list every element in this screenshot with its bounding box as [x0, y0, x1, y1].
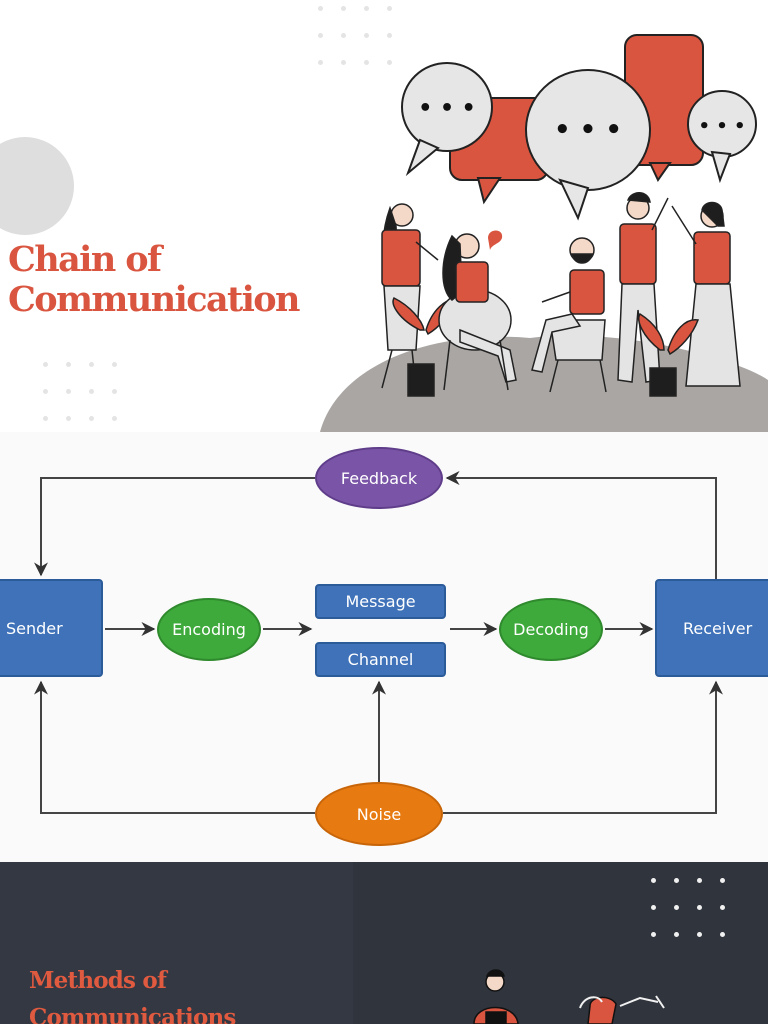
page-title-line-2: Communication	[8, 279, 301, 320]
speech-mark-icon	[488, 230, 503, 250]
decorative-dot-grid	[43, 362, 117, 421]
methods-title-line-1: Methods of	[29, 967, 167, 994]
message-node: Message	[315, 584, 446, 619]
decorative-circle	[0, 137, 74, 235]
noise-line-right	[443, 680, 723, 814]
decorative-dot-grid	[651, 878, 725, 937]
methods-right-panel	[353, 862, 768, 1024]
noise-line-left	[34, 680, 315, 814]
potted-plant	[638, 312, 700, 397]
person-seated-man	[531, 237, 607, 393]
communication-chain-diagram: Feedback Sender Encoding Message Channel…	[0, 432, 768, 862]
decorative-dot-grid	[318, 6, 392, 65]
methods-illustration	[473, 969, 665, 1024]
diagram-connectors	[34, 471, 723, 814]
decoding-node: Decoding	[499, 598, 603, 661]
bubble-dots: • • •	[554, 115, 622, 145]
feedback-node: Feedback	[315, 447, 443, 509]
people-talking-illustration: • • • • • • • • •	[320, 34, 768, 432]
receiver-node: Receiver	[655, 579, 768, 677]
hero-section: Chain of Communication • • • • • • • • •	[0, 0, 768, 432]
page-title-line-1: Chain of	[8, 239, 162, 280]
noise-node: Noise	[315, 782, 443, 846]
page-title: Chain of Communication	[8, 239, 301, 320]
bubble-dots: • • •	[418, 96, 476, 121]
methods-title-line-2: Communications	[29, 1004, 236, 1024]
feedback-line-left	[34, 477, 315, 577]
speech-bubble-grey	[401, 62, 493, 152]
person-seated-woman	[438, 233, 517, 391]
speech-bubbles-group: • • • • • • • • •	[401, 34, 757, 221]
sender-node: Sender	[0, 579, 103, 677]
channel-node: Channel	[315, 642, 446, 677]
methods-section: Methods of Communications	[0, 862, 768, 1024]
methods-title: Methods of Communications	[29, 962, 236, 1024]
feedback-line-right	[445, 471, 717, 579]
person-standing-woman-right	[671, 201, 741, 387]
encoding-node: Encoding	[157, 598, 261, 661]
person-standing-man	[617, 192, 669, 383]
bubble-dots: • • •	[698, 116, 745, 137]
